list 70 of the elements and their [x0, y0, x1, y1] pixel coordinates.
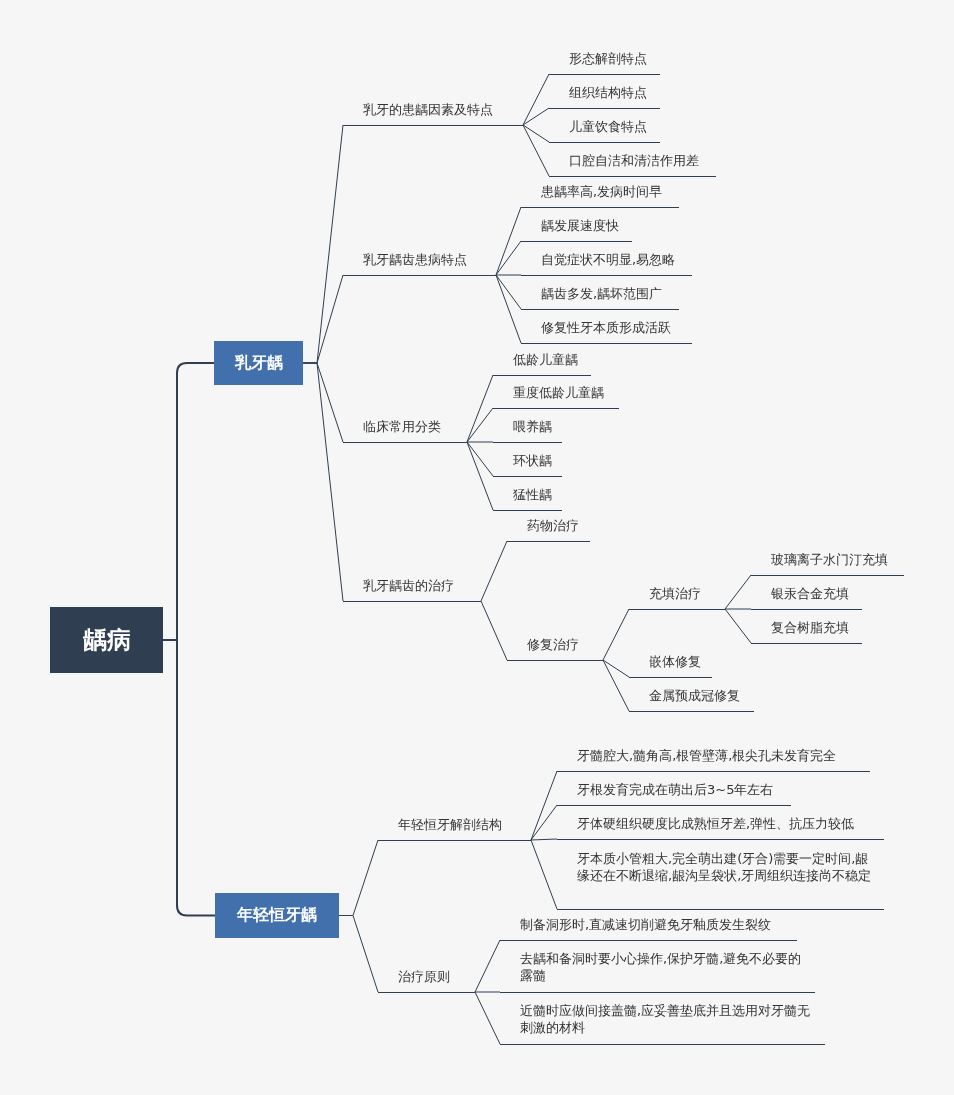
branch-line: [474, 991, 501, 993]
subtopic-label: 乳牙龋齿的治疗: [343, 577, 481, 602]
subtopic-label: 近髓时应做间接盖髓,应妥善垫底并且选用对牙髓无刺激的材料: [500, 1002, 825, 1045]
branch-line: [466, 441, 494, 443]
subtopic-label: 金属预成冠修复: [629, 687, 754, 712]
subtopic-label: 低龄儿童龋: [493, 351, 591, 376]
root-topic-box: 龋病: [50, 607, 163, 673]
branch-line: [302, 362, 344, 602]
subtopic-label: 制备洞形时,直减速切削避免牙釉质发生裂纹: [500, 916, 797, 941]
branch-line: [724, 608, 752, 610]
subtopic-label: 龋齿多发,龋坏范围广: [521, 285, 679, 310]
branch-line: [522, 124, 550, 143]
subtopic-label: 患龋率高,发病时间早: [521, 183, 679, 208]
branch-line: [602, 659, 630, 678]
branch-line: [495, 206, 522, 276]
subtopic-label: 牙髓腔大,髓角高,根管壁薄,根尖孔未发育完全: [557, 747, 870, 772]
subtopic-label: 牙本质小管粗大,完全萌出建(牙合)需要一定时间,龈缘还在不断退缩,龈沟呈袋状,牙周组织连接尚不稳定: [557, 850, 884, 910]
subtopic-label: 修复性牙本质形成活跃: [521, 319, 692, 344]
branch-line: [466, 407, 494, 443]
branch-line: [495, 274, 522, 276]
subtopic-label: 重度低龄儿童龋: [493, 384, 619, 409]
subtopic-label: 治疗原则: [378, 968, 475, 993]
subtopic-label: 儿童饮食特点: [549, 118, 660, 143]
branch-line: [530, 804, 558, 841]
branch-line: [522, 124, 550, 177]
subtopic-label: 环状龋: [493, 452, 562, 477]
branch-line: [530, 839, 558, 910]
subtopic-label: 药物治疗: [507, 517, 590, 542]
branch-line: [466, 374, 494, 443]
subtopic-label: 去龋和备洞时要小心操作,保护牙髓,避免不必要的露髓: [500, 950, 815, 993]
subtopic-label: 充填治疗: [629, 585, 725, 610]
branch-line: [530, 770, 558, 841]
main-topic-box: 年轻恒牙龋: [215, 893, 339, 938]
branch-line: [474, 939, 501, 993]
branch-line: [480, 600, 508, 661]
branch-line: [602, 659, 630, 712]
branch-line: [724, 608, 752, 644]
branch-line: [522, 107, 550, 126]
subtopic-label: 牙体硬组织硬度比成熟恒牙差,弹性、抗压力较低: [557, 815, 884, 840]
subtopic-label: 牙根发育完成在萌出后3~5年左右: [557, 781, 791, 806]
branch-line: [480, 540, 508, 602]
subtopic-label: 嵌体修复: [629, 653, 712, 678]
subtopic-label: 喂养龋: [493, 418, 562, 443]
branch-line: [602, 608, 630, 661]
subtopic-label: 乳牙的患龋因素及特点: [343, 101, 523, 126]
subtopic-label: 玻璃离子水门汀充填: [751, 551, 904, 576]
branch-line: [495, 274, 522, 310]
branch-line: [724, 574, 752, 610]
branch-line: [474, 991, 501, 1045]
branch-line: [338, 915, 379, 993]
subtopic-label: 自觉症状不明显,易忽略: [521, 251, 692, 276]
main-topic-box: 乳牙龋: [214, 341, 303, 385]
branch-line: [530, 838, 558, 841]
subtopic-label: 组织结构特点: [549, 84, 660, 109]
branch-line: [495, 274, 522, 344]
branch-line: [162, 639, 216, 917]
subtopic-label: 形态解剖特点: [549, 50, 660, 75]
subtopic-label: 复合树脂充填: [751, 619, 862, 644]
branch-line: [522, 73, 550, 126]
subtopic-label: 修复治疗: [507, 636, 603, 661]
subtopic-label: 年轻恒牙解剖结构: [378, 816, 531, 841]
branch-line: [466, 441, 494, 477]
subtopic-label: 口腔自洁和清洁作用差: [549, 152, 716, 177]
subtopic-label: 龋发展速度快: [521, 217, 632, 242]
subtopic-label: 猛性龋: [493, 486, 562, 511]
subtopic-label: 临床常用分类: [343, 418, 467, 443]
branch-line: [466, 441, 494, 511]
subtopic-label: 乳牙龋齿患病特点: [343, 251, 496, 276]
branch-line: [495, 240, 522, 276]
subtopic-label: 银汞合金充填: [751, 585, 862, 610]
